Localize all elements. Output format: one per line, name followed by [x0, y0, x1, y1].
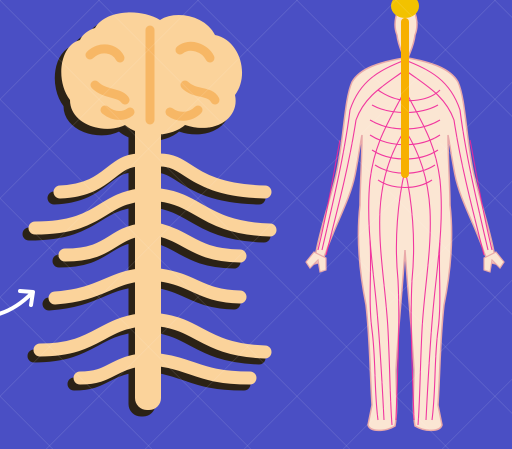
nervous-system-illustration: [0, 0, 512, 449]
watermark-pattern: [0, 0, 512, 449]
illustration-canvas: [0, 0, 512, 449]
